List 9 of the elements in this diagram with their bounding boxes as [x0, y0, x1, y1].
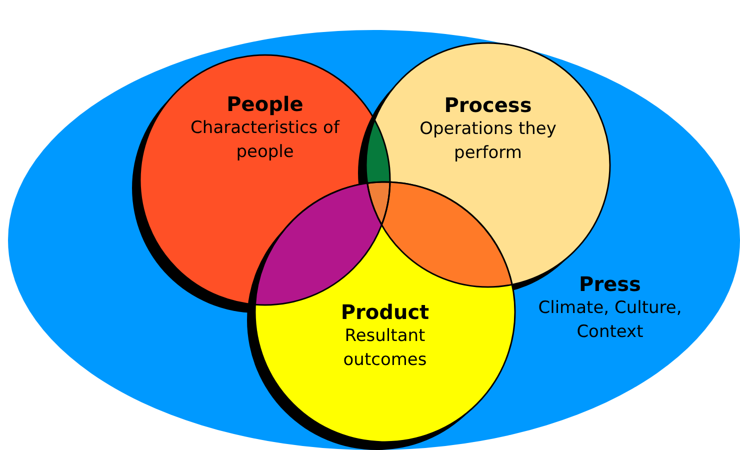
node-heading: Press — [578, 272, 642, 296]
node-description: Operations they perform — [418, 118, 558, 165]
node-heading: People — [226, 92, 304, 116]
node-description: Climate, Culture, Context — [537, 297, 683, 344]
ellipse-area — [8, 30, 740, 450]
node-heading: Process — [443, 93, 533, 117]
node-description: Resultant outcomes — [342, 325, 428, 372]
node-heading: Product — [340, 300, 430, 324]
node-description: Characteristics of people — [190, 117, 341, 164]
